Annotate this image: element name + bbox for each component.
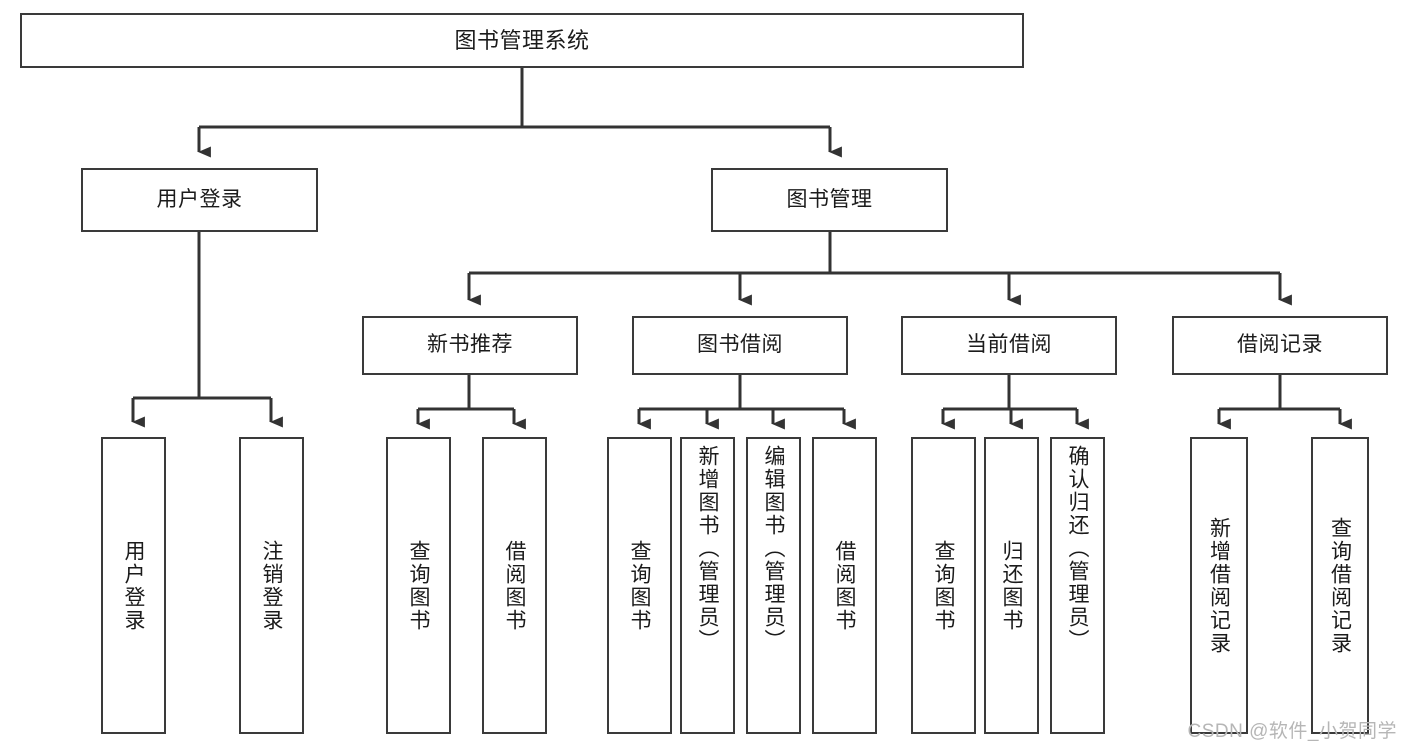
leaf-user-login[interactable]: 用户登录 <box>101 437 166 734</box>
node-user-login-label: 用户登录 <box>156 187 243 211</box>
node-book-borrow-label: 图书借阅 <box>697 333 783 357</box>
leaf-return-book[interactable]: 归还图书 <box>984 437 1039 734</box>
node-new-book-recommend-label: 新书推荐 <box>427 333 513 357</box>
leaf-confirm-return-admin-label: 确认归还（管理员） <box>1066 445 1089 652</box>
leaf-add-borrow-record[interactable]: 新增借阅记录 <box>1190 437 1248 734</box>
leaf-add-borrow-record-label: 新增借阅记录 <box>1207 516 1231 655</box>
node-book-borrow[interactable]: 图书借阅 <box>632 316 848 375</box>
leaf-query-book-current-label: 查询图书 <box>932 539 955 632</box>
leaf-edit-book-admin-label: 编辑图书（管理员） <box>762 445 785 652</box>
leaf-query-borrow-record[interactable]: 查询借阅记录 <box>1311 437 1369 734</box>
node-borrow-record[interactable]: 借阅记录 <box>1172 316 1388 375</box>
leaf-user-login-label: 用户登录 <box>122 539 145 632</box>
leaf-query-book-recommend-label: 查询图书 <box>407 539 430 632</box>
leaf-add-book-admin-label: 新增图书（管理员） <box>696 445 719 652</box>
leaf-query-book-current[interactable]: 查询图书 <box>911 437 976 734</box>
node-book-manage[interactable]: 图书管理 <box>711 168 948 232</box>
leaf-borrow-book-recommend-label: 借阅图书 <box>503 539 526 632</box>
node-current-borrow-label: 当前借阅 <box>966 333 1052 357</box>
leaf-logout[interactable]: 注销登录 <box>239 437 304 734</box>
leaf-query-borrow-record-label: 查询借阅记录 <box>1328 516 1352 655</box>
leaf-logout-label: 注销登录 <box>260 539 283 632</box>
leaf-borrow-book[interactable]: 借阅图书 <box>812 437 877 734</box>
csdn-watermark: CSDN @软件_小贺同学 <box>1187 721 1397 742</box>
node-root[interactable]: 图书管理系统 <box>20 13 1024 68</box>
leaf-add-book-admin[interactable]: 新增图书（管理员） <box>680 437 735 734</box>
leaf-confirm-return-admin[interactable]: 确认归还（管理员） <box>1050 437 1105 734</box>
node-current-borrow[interactable]: 当前借阅 <box>901 316 1117 375</box>
leaf-edit-book-admin[interactable]: 编辑图书（管理员） <box>746 437 801 734</box>
node-root-label: 图书管理系统 <box>454 27 590 53</box>
node-user-login[interactable]: 用户登录 <box>81 168 318 232</box>
leaf-return-book-label: 归还图书 <box>1000 539 1023 632</box>
leaf-query-book-recommend[interactable]: 查询图书 <box>386 437 451 734</box>
leaf-borrow-book-recommend[interactable]: 借阅图书 <box>482 437 547 734</box>
node-borrow-record-label: 借阅记录 <box>1237 333 1323 357</box>
leaf-query-book-borrow[interactable]: 查询图书 <box>607 437 672 734</box>
node-book-manage-label: 图书管理 <box>786 187 873 211</box>
leaf-borrow-book-label: 借阅图书 <box>833 539 856 632</box>
node-new-book-recommend[interactable]: 新书推荐 <box>362 316 578 375</box>
leaf-query-book-borrow-label: 查询图书 <box>628 539 651 632</box>
